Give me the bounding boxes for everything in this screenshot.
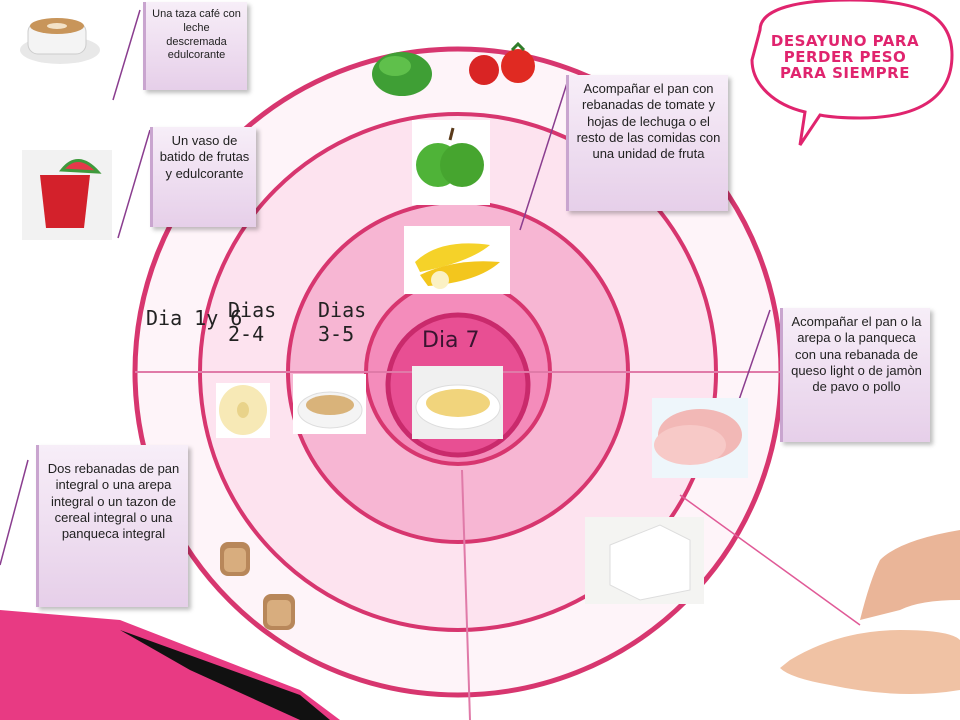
ring-label-dias-3-5: Dias 3-5 bbox=[318, 298, 367, 346]
ring-label-dia-7: Dia 7 bbox=[422, 328, 480, 353]
green-apple-icon bbox=[412, 120, 490, 205]
ring-label-dia-1y6: Dia 1y 6 bbox=[146, 306, 243, 330]
toast-slice-2-icon bbox=[263, 594, 295, 630]
pointer-batido bbox=[117, 129, 151, 239]
callout-batido: Un vaso de batido de frutas y edulcorant… bbox=[150, 127, 256, 227]
page-title: DESAYUNO PARA PERDER PESO PARA SIEMPRE bbox=[770, 32, 920, 82]
toast-slice-icon bbox=[220, 542, 250, 576]
ring-label-dias-2-4: Dias 2-4 bbox=[228, 298, 277, 346]
pointer-hand bbox=[679, 494, 861, 626]
cereal-bowl-icon bbox=[293, 374, 366, 434]
divider-vertical bbox=[461, 469, 471, 720]
callout-cafe: Una taza café con leche descremada edulc… bbox=[143, 2, 247, 90]
watermelon-juice-icon bbox=[22, 150, 112, 240]
cheese-block-icon bbox=[585, 517, 704, 604]
pointer-tomate bbox=[519, 79, 569, 231]
bananas-icon bbox=[404, 226, 510, 294]
coffee-cup-icon bbox=[20, 18, 100, 64]
hand-icon bbox=[780, 530, 960, 694]
callout-queso-jamon: Acompañar el pan o la arepa o la panquec… bbox=[780, 308, 930, 442]
banana-slices-icon bbox=[216, 383, 270, 438]
title-bubble bbox=[750, 0, 954, 146]
pointer-cafe bbox=[112, 9, 141, 101]
ham-slices-icon bbox=[652, 398, 748, 478]
corner-decoration-black bbox=[120, 630, 330, 720]
pointer-pan bbox=[0, 459, 29, 566]
callout-pan: Dos rebanadas de pan integral o una arep… bbox=[36, 445, 188, 607]
tomatoes-icon bbox=[469, 41, 535, 85]
callout-tomate-lechuga: Acompañar el pan con rebanadas de tomate… bbox=[566, 75, 728, 211]
omelette-plate-icon bbox=[412, 366, 503, 439]
lettuce-icon bbox=[372, 52, 432, 96]
